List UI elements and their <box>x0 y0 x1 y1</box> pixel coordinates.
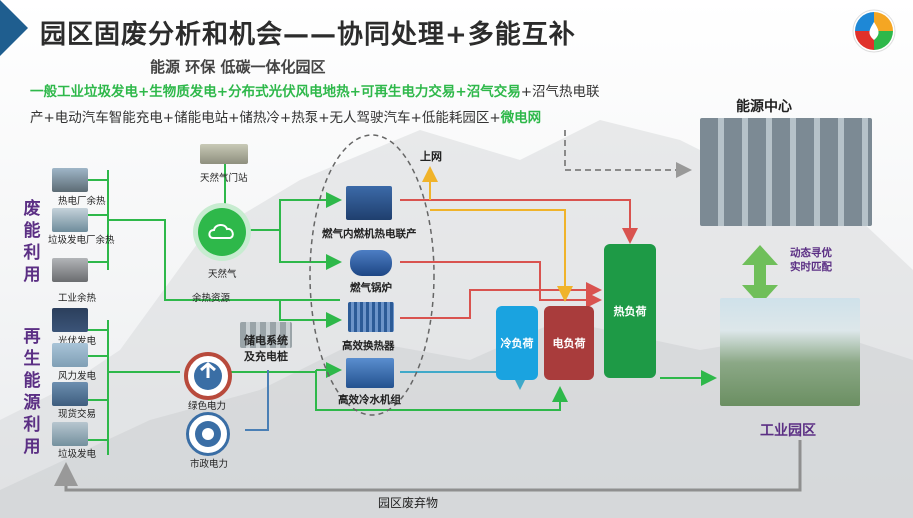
power-icon <box>194 362 222 390</box>
green-power-node <box>184 352 232 400</box>
renewable-energy-label: 再生能源利用 <box>23 327 41 457</box>
boiler-image <box>350 250 392 276</box>
heat-load-bar: 热负荷 <box>604 244 656 378</box>
grid-power-label: 市政电力 <box>190 459 229 470</box>
elec-load-bar: 电负荷 <box>544 306 594 380</box>
group2-item-label: 风力发电 <box>58 371 97 382</box>
industrial-plant-image <box>52 258 88 282</box>
storage-label: 储电系统 及充电桩 <box>244 334 288 363</box>
group1-item-label: 热电厂余热 <box>58 196 106 207</box>
chiller-image <box>346 358 394 388</box>
desc-green-text: 一般工业垃圾发电+生物质发电+分布式光伏风电地热+可再生电力交易+沼气交易 <box>30 84 521 100</box>
solar-image <box>52 308 88 332</box>
description-line-2: 产+电动汽车智能充电+储能电站+储热冷+热泵+无人驾驶汽车+低能耗园区+微电网 <box>30 106 541 126</box>
industrial-park-label: 工业园区 <box>760 423 816 439</box>
park-waste-label: 园区废弃物 <box>378 496 439 510</box>
waste-heat-label: 余热资源 <box>192 293 231 304</box>
gas-station-label: 天然气门站 <box>200 173 248 184</box>
waste-energy-label: 废能利用 <box>23 199 41 285</box>
page-subtitle: 能源 环保 低碳一体化园区 <box>150 58 326 76</box>
group2-item-label: 光伏发电 <box>58 336 97 347</box>
group1-item-label: 工业余热 <box>58 293 97 304</box>
natural-gas-node <box>198 208 246 256</box>
trading-image <box>52 382 88 406</box>
chiller-label: 高效冷水机组 <box>338 394 401 406</box>
boiler-label: 燃气锅炉 <box>350 282 392 294</box>
waste-plant-image <box>52 208 88 232</box>
energy-center-image <box>700 118 872 226</box>
corner-decoration <box>0 0 28 56</box>
description-line-1: 一般工业垃圾发电+生物质发电+分布式光伏风电地热+可再生电力交易+沼气交易+沼气… <box>30 80 600 100</box>
dynamic-match-label: 动态寻优 实时匹配 <box>790 247 832 273</box>
desc-green-text: 微电网 <box>500 110 542 126</box>
waste-power-image <box>52 422 88 446</box>
group2-item-label: 现货交易 <box>58 409 97 420</box>
company-logo <box>852 9 896 53</box>
gear-icon <box>195 421 221 447</box>
chp-image <box>346 186 392 220</box>
heat-exchanger-label: 高效换热器 <box>342 340 395 352</box>
page-title: 园区固废分析和机会——协同处理+多能互补 <box>40 20 576 50</box>
cold-load-bar: 冷负荷 <box>496 306 538 380</box>
desc-dark-text: +沼气热电联 <box>520 84 600 100</box>
grid-power-node <box>186 412 230 456</box>
industrial-park-image <box>720 298 860 406</box>
group2-item-label: 垃圾发电 <box>58 449 97 460</box>
group1-item-label: 垃圾发电厂余热 <box>48 235 115 246</box>
power-plant-image <box>52 168 88 192</box>
desc-dark-text: 产+电动汽车智能充电+储能电站+储热冷+热泵+无人驾驶汽车+低能耗园区+ <box>30 110 501 126</box>
wind-image <box>52 343 88 367</box>
green-power-label: 绿色电力 <box>188 401 227 412</box>
natural-gas-label: 天然气 <box>208 269 237 280</box>
grid-up-label: 上网 <box>420 150 442 163</box>
cloud-icon <box>208 224 234 239</box>
chp-label: 燃气内燃机热电联产 <box>322 228 417 240</box>
gas-station-image <box>200 144 248 164</box>
energy-center-label: 能源中心 <box>736 99 792 115</box>
heat-exchanger-image <box>348 302 394 332</box>
storage-image <box>240 322 292 348</box>
